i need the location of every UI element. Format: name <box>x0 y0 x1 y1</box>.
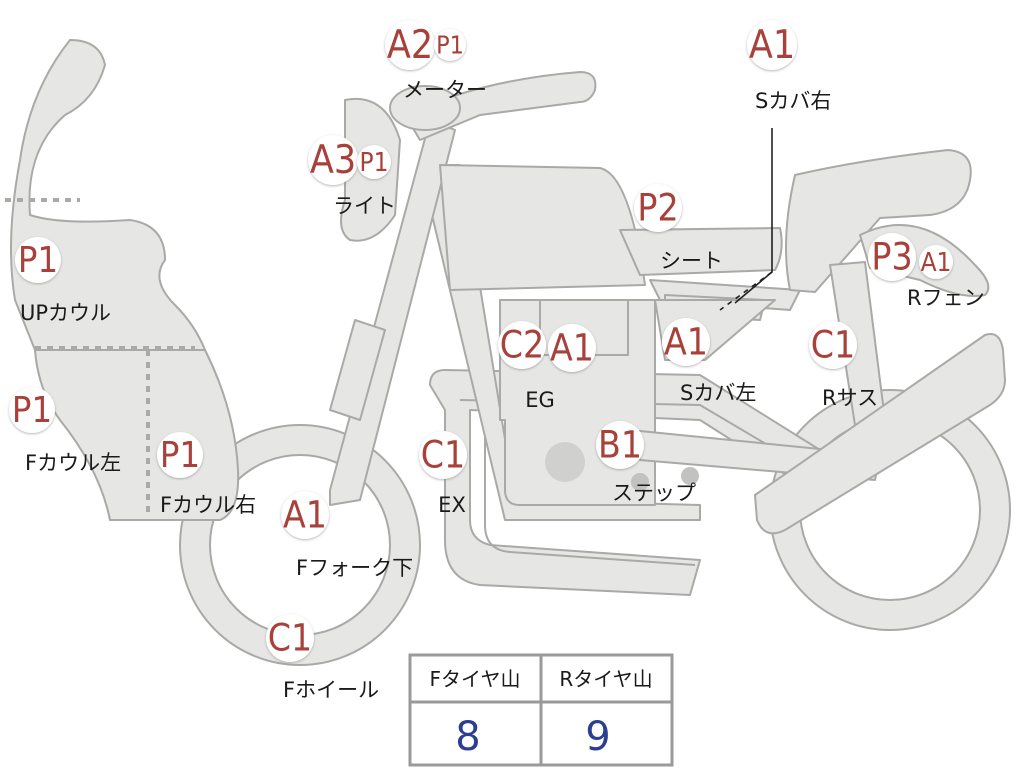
tire-tread-table: Fタイヤ山 Rタイヤ山 8 9 <box>408 653 674 767</box>
leader-line-s-cover-right <box>734 128 773 304</box>
handlebar-shape <box>404 71 597 141</box>
part-label: EX <box>438 493 466 517</box>
grade-badge-bg <box>747 20 797 70</box>
grade-badge-bg <box>308 135 358 185</box>
part-label: Fホイール <box>283 678 379 702</box>
part-seat: P2 シート <box>634 184 723 273</box>
grade-badge: B1 <box>598 423 642 466</box>
part-label: ライト <box>333 194 396 218</box>
grade-badge: A1 <box>921 248 952 278</box>
part-label: メーター <box>403 78 487 102</box>
exhaust-pipe-shape <box>429 369 821 596</box>
grade-badge-bg <box>434 29 466 61</box>
grade-badge: P1 <box>12 390 52 431</box>
part-label: Rフェン <box>907 286 985 310</box>
part-label: Fフォーク下 <box>296 556 413 580</box>
grade-badge-bg <box>596 421 644 469</box>
part-label: Fカウル右 <box>160 493 256 517</box>
grade-badge-bg <box>548 324 596 372</box>
part-label: Rサス <box>822 386 878 410</box>
grade-badge-bg <box>266 614 314 662</box>
motorcycle-illustration <box>5 39 1011 666</box>
grade-badge: P1 <box>160 435 200 476</box>
grade-badge-bg <box>809 321 857 369</box>
part-step: B1 ステップ <box>596 421 696 505</box>
grade-badge: A1 <box>283 493 327 536</box>
front-tire-header: Fタイヤ山 <box>430 667 521 691</box>
grade-badge: C1 <box>268 616 312 659</box>
grade-badge-bg <box>157 432 203 478</box>
seat-rear-shape <box>785 149 972 293</box>
muffler-shape <box>754 333 1006 535</box>
grade-badge: P1 <box>18 240 58 281</box>
front-tire-value: 8 <box>455 714 480 760</box>
seat-front-shape <box>619 227 783 276</box>
grade-badge: P3 <box>871 235 912 278</box>
grade-badge: C1 <box>421 433 465 476</box>
grade-badge: A1 <box>749 23 795 68</box>
grade-badge: P1 <box>436 30 464 59</box>
grade-badge-bg <box>419 431 467 479</box>
upper-cowl-shape <box>10 39 206 351</box>
grade-badge: A1 <box>664 320 708 363</box>
grade-badge: A1 <box>550 326 594 369</box>
part-label: ステップ <box>612 481 696 505</box>
grade-badge-bg <box>357 145 391 179</box>
meter-shape <box>389 85 461 131</box>
part-label: Fカウル左 <box>25 451 121 475</box>
part-label: UPカウル <box>20 301 111 325</box>
grade-badge-bg <box>868 233 916 281</box>
grade-badge: P2 <box>637 186 678 229</box>
grade-badge-bg <box>919 245 953 279</box>
grade-badge: P1 <box>360 148 389 178</box>
part-label: EG <box>525 388 555 412</box>
fuel-tank-shape <box>439 164 646 291</box>
part-label: Sカバ右 <box>755 89 831 113</box>
grade-badge: C2 <box>500 323 544 366</box>
grade-badge-bg <box>662 318 710 366</box>
grade-badge-bg <box>385 20 435 70</box>
grade-badge-bg <box>634 184 682 232</box>
grade-badge-bg <box>9 387 55 433</box>
grade-badge: A3 <box>310 138 356 183</box>
rear-tire-header: Rタイヤ山 <box>559 667 652 691</box>
grade-badge: A2 <box>387 23 433 68</box>
rear-tire-value: 9 <box>585 714 610 760</box>
grade-badge: C1 <box>811 323 855 366</box>
grade-badge-bg <box>15 237 61 283</box>
part-label: Sカバ左 <box>680 381 756 405</box>
part-label: シート <box>660 249 723 273</box>
grade-badge-bg <box>281 491 329 539</box>
grade-badge-bg <box>498 321 546 369</box>
